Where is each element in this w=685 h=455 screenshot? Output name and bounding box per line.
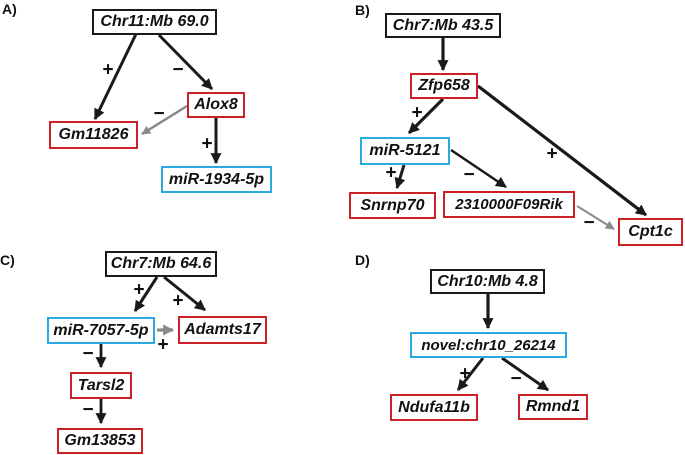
edge-rik-to-cpt1c [576, 205, 615, 230]
node-chr7-mb-43-5: Chr7:Mb 43.5 [385, 13, 501, 38]
sign-rik-cpt1c: − [583, 212, 595, 234]
edge-novel-to-rmnd1 [501, 356, 549, 392]
sign-tarsl2-gm13853: − [82, 399, 94, 421]
edge-chr7b-to-mir7057 [133, 276, 159, 312]
panel-a-label: A) [2, 1, 17, 17]
edge-mir5121-to-snrnp70 [394, 164, 406, 190]
edge-chr11-to-gm11826 [93, 33, 138, 120]
node-chr7-mb-64-6: Chr7:Mb 64.6 [105, 251, 217, 277]
node-zfp658: Zfp658 [410, 73, 478, 99]
node-2310000f09rik: 2310000F09Rik [443, 191, 575, 218]
sign-mir5121-snrnp70: + [385, 162, 397, 184]
node-gm11826: Gm11826 [49, 121, 138, 149]
node-rmnd1: Rmnd1 [518, 394, 588, 420]
sign-novel-rmnd1: − [510, 368, 522, 390]
sign-alox8-gm11826: − [153, 103, 165, 125]
panel-d-label: D) [355, 252, 370, 268]
node-mir-1934-5p: miR-1934-5p [161, 166, 272, 193]
panel-b-label: B) [355, 2, 370, 18]
node-novel-chr10-26214: novel:chr10_26214 [410, 332, 567, 358]
node-gm13853: Gm13853 [57, 428, 143, 454]
sign-mir5121-rik: − [463, 164, 475, 186]
sign-chr11-alox8: − [172, 59, 184, 81]
node-cpt1c: Cpt1c [618, 218, 683, 246]
edge-zfp658-to-cpt1c [477, 84, 647, 217]
node-adamts17: Adamts17 [178, 316, 267, 344]
node-chr10-mb-4-8: Chr10:Mb 4.8 [430, 269, 545, 294]
node-snrnp70: Snrnp70 [349, 192, 436, 219]
sign-novel-ndufa11b: + [459, 363, 471, 385]
node-alox8: Alox8 [187, 92, 245, 118]
node-tarsl2: Tarsl2 [70, 372, 132, 399]
node-chr11-mb-69-0: Chr11:Mb 69.0 [92, 9, 217, 35]
sign-alox8-mir1934: + [201, 133, 213, 155]
sign-chr11-gm11826: + [102, 59, 114, 81]
edge-chr7b-to-adamts17 [163, 275, 206, 312]
sign-chr7b-adamts17: + [172, 290, 184, 312]
panel-c-label: C) [0, 252, 15, 268]
sign-zfp658-mir5121: + [411, 102, 423, 124]
sign-chr7b-mir7057: + [133, 279, 145, 301]
sign-mir7057-adamts17: + [157, 334, 169, 356]
sign-mir7057-tarsl2: − [82, 343, 94, 365]
edge-alox8-to-gm11826 [141, 104, 188, 136]
node-mir-7057-5p: miR-7057-5p [47, 317, 155, 344]
edge-mir5121-to-rik [450, 148, 507, 189]
sign-zfp658-cpt1c: + [546, 143, 558, 165]
node-mir-5121: miR-5121 [360, 137, 450, 165]
edge-zfp658-to-mir5121 [407, 97, 445, 135]
node-ndufa11b: Ndufa11b [390, 394, 478, 421]
edge-novel-to-ndufa11b [456, 357, 485, 391]
edge-chr11-to-alox8 [157, 33, 214, 91]
